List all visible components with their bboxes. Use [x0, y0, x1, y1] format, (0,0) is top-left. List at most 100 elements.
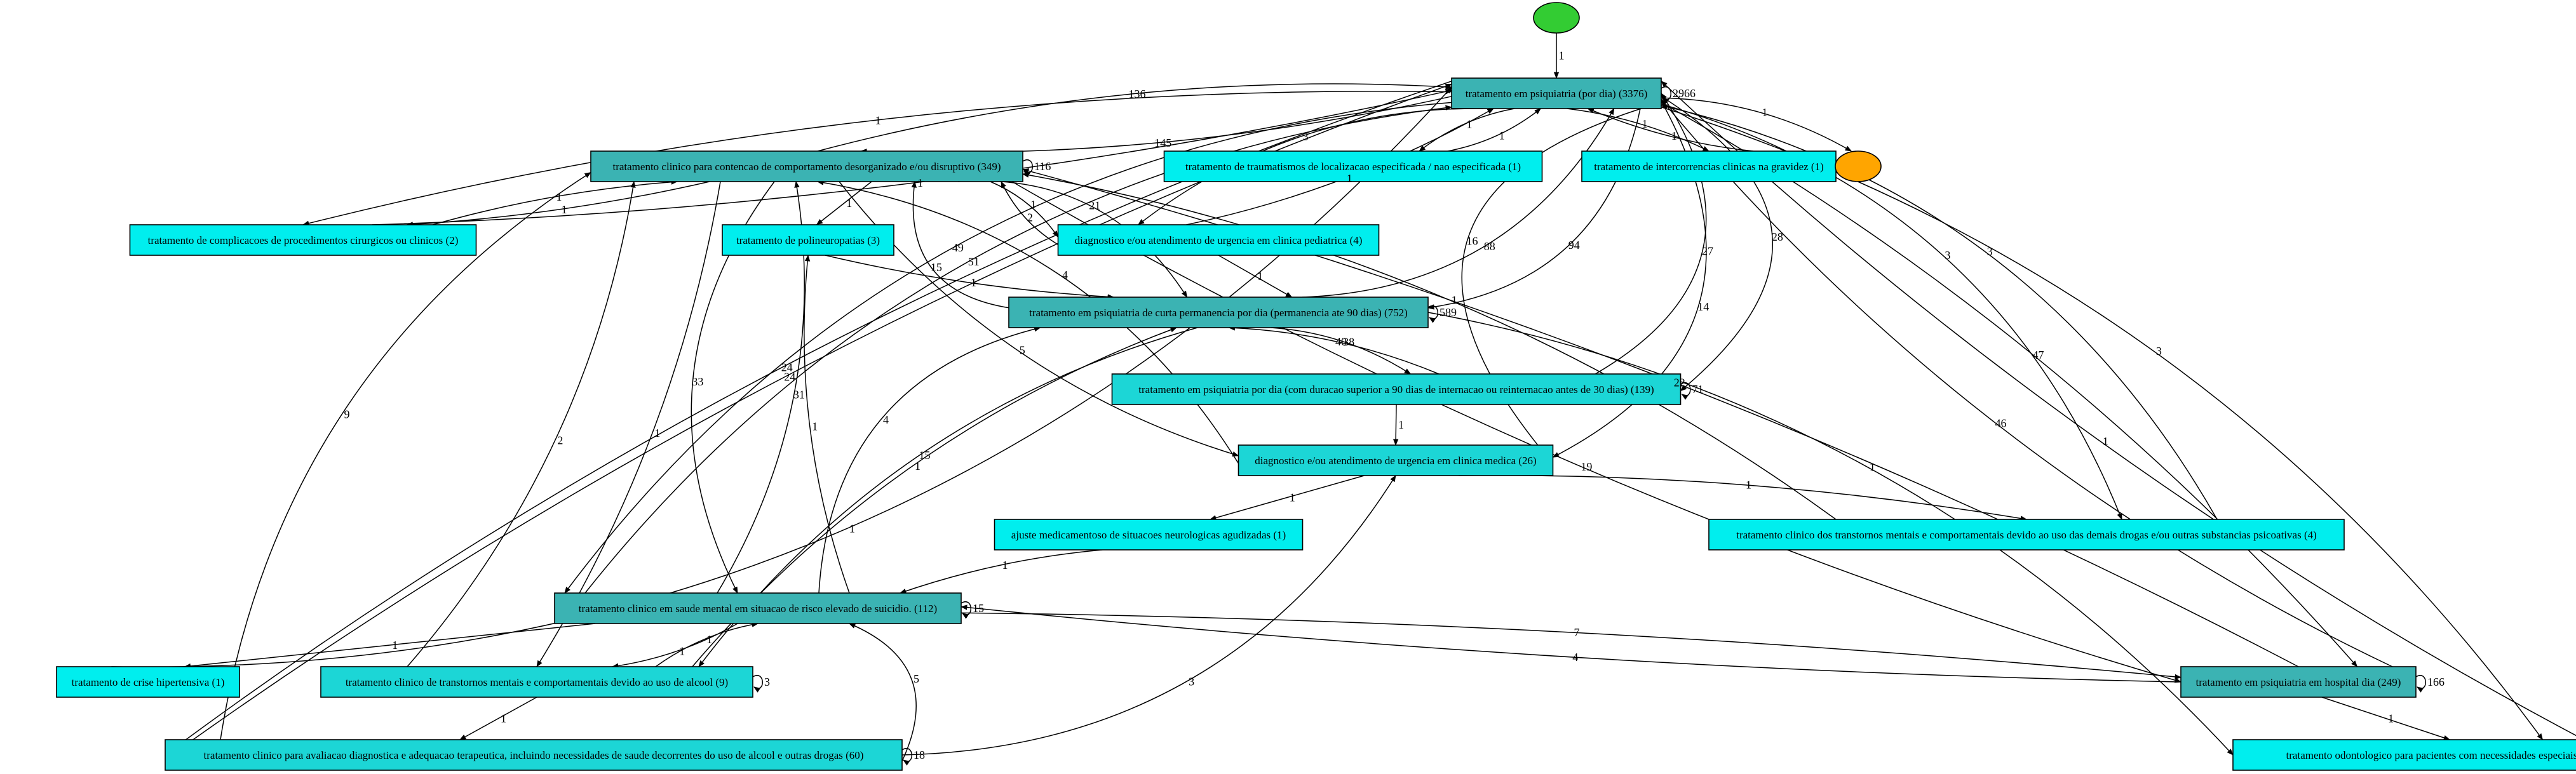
node-odonto[interactable]: tratamento odontologico para pacientes c… — [2232, 739, 2576, 771]
edge-avaliacao-to-suicidio — [849, 623, 917, 761]
edge-label: 145 — [1154, 137, 1171, 149]
node-alcool[interactable]: tratamento clinico de transtornos mentai… — [320, 666, 753, 698]
node-label: tratamento clinico para avaliacao diagno… — [204, 749, 864, 761]
node-traumatismos[interactable]: tratamento de traumatismos de localizaca… — [1163, 150, 1543, 182]
edge-diag_med-to-ajuste — [1209, 475, 1365, 521]
edge-label: 1 — [971, 276, 976, 289]
edge-diag_ped-to-contencao — [1001, 181, 1058, 245]
edge-curta-to-contencao — [911, 180, 1009, 309]
edge-label: 1 — [1642, 117, 1648, 130]
edge-label: 1 — [562, 203, 567, 216]
node-box — [994, 519, 1304, 550]
node-suicidio[interactable]: tratamento clinico em saude mental em si… — [554, 592, 962, 624]
edge-label: 24 — [784, 371, 795, 384]
edge-label: 19 — [1581, 460, 1592, 473]
edge-label: 5 — [1020, 344, 1025, 356]
edge-psi_dia-to-curta — [1427, 108, 1641, 310]
node-label: tratamento clinico dos transtornos menta… — [1736, 529, 2317, 541]
edge-contencao-to-psi_dia — [817, 83, 1453, 152]
node-label: tratamento de traumatismos de localizaca… — [1185, 161, 1521, 173]
edge-label: 1 — [1257, 270, 1263, 283]
node-avaliacao[interactable]: tratamento clinico para avaliacao diagno… — [165, 739, 903, 771]
edge-curta-to-psi_dia — [1302, 108, 1615, 298]
edge-label: 21 — [1089, 199, 1100, 211]
node-label: tratamento em psiquiatria de curta perma… — [1029, 307, 1408, 319]
node-ajuste[interactable]: ajuste medicamentoso de situacoes neurol… — [994, 519, 1304, 550]
edge-hospital_dia-to-psi_dia — [1661, 98, 2393, 667]
node-diag_med[interactable]: diagnostico e/ou atendimento de urgencia… — [1237, 444, 1554, 476]
node-hipertensiva[interactable]: tratamento de crise hipertensiva (1) — [56, 666, 240, 698]
node-label: tratamento de crise hipertensiva (1) — [72, 676, 225, 688]
edge-label: 1 — [1746, 479, 1751, 491]
edge-label: 4 — [883, 413, 889, 426]
node-box — [1451, 77, 1662, 109]
edge-label: 1 — [1762, 106, 1767, 119]
edge-label: 1 — [501, 712, 506, 725]
node-box — [590, 150, 1023, 182]
edge-psi_dia-to-suicidio — [564, 102, 1452, 594]
edge-avaliacao-to-psi_dia — [165, 83, 1452, 760]
edge-sup90-to-curta — [1228, 325, 1440, 375]
edge-label: 28 — [1772, 230, 1783, 243]
node-label: tratamento de polineuropatias (3) — [736, 234, 880, 246]
edge-hospital_dia-to-odonto — [2321, 697, 2451, 740]
edge-label: 47 — [2033, 349, 2044, 361]
edge-label: 88 — [1484, 240, 1495, 253]
edge-suicidio-to-curta — [818, 326, 1041, 594]
edge-label: 1 — [2388, 712, 2394, 725]
node-contencao[interactable]: tratamento clinico para contencao de com… — [590, 150, 1023, 182]
edge-label: 116 — [1034, 160, 1051, 173]
edge-suicidio-to-suicidio — [961, 601, 971, 619]
node-sup90[interactable]: tratamento em psiquiatria por dia (com d… — [1111, 373, 1682, 405]
node-box — [320, 666, 753, 698]
edge-label: 3 — [1189, 675, 1194, 688]
edge-psi_dia-to-intercorrencias — [1567, 108, 1709, 152]
edge-alcool-to-avaliacao — [459, 697, 537, 740]
edge-label: 1 — [556, 190, 562, 203]
edge-psi_dia-to-end — [1661, 97, 1852, 152]
edge-label: 1 — [846, 197, 852, 210]
edge-label: 2 — [557, 434, 563, 446]
edge-label: 14 — [1697, 300, 1709, 313]
edge-label: 15 — [919, 449, 931, 462]
node-label: tratamento de complicacoes de procedimen… — [148, 234, 459, 246]
edge-sup90-to-psi_dia — [1595, 93, 1707, 375]
node-intercorrencias[interactable]: tratamento de intercorrencias clinicas n… — [1581, 150, 1837, 182]
edge-label: 166 — [2427, 676, 2445, 688]
edge-psi_dia-to-sup90 — [1661, 96, 1774, 392]
node-polineuropatias[interactable]: tratamento de polineuropatias (3) — [722, 224, 894, 256]
edge-label: 1 — [875, 114, 881, 127]
edge-avaliacao-to-contencao — [220, 171, 591, 740]
node-box — [1008, 297, 1429, 328]
edge-label: 1 — [812, 420, 818, 433]
edge-odonto-to-psi_dia — [1661, 81, 2576, 737]
edge-contencao-to-hospital_dia — [1011, 181, 2182, 683]
edge-suicidio-to-hipertensiva — [184, 623, 596, 669]
node-drogas[interactable]: tratamento clinico dos transtornos menta… — [1708, 519, 2345, 550]
node-label: tratamento em psiquiatria em hospital di… — [2196, 676, 2401, 688]
edge-ajuste-to-suicidio — [900, 549, 1103, 594]
node-start[interactable] — [1533, 2, 1580, 34]
edge-suicidio-to-psi_dia — [584, 105, 1453, 594]
node-psi_dia[interactable]: tratamento em psiquiatria (por dia) (337… — [1451, 77, 1662, 109]
edge-label: 31 — [793, 388, 805, 401]
node-end[interactable] — [1835, 150, 1882, 182]
edge-label: 46 — [1995, 417, 2006, 429]
node-diag_ped[interactable]: diagnostico e/ou atendimento de urgencia… — [1057, 224, 1380, 256]
node-box — [56, 666, 240, 698]
edge-intercorrencias-to-psi_dia — [1587, 108, 1754, 152]
node-complicacoes[interactable]: tratamento de complicacoes de procedimen… — [129, 224, 477, 256]
edge-label: 7 — [1574, 626, 1580, 639]
node-box — [2232, 739, 2576, 771]
edge-suicidio-to-polineuropatias — [804, 254, 850, 594]
edge-label: 15 — [973, 602, 984, 615]
edge-label: 1 — [392, 639, 398, 651]
node-label: tratamento em psiquiatria (por dia) (337… — [1466, 88, 1648, 100]
node-curta[interactable]: tratamento em psiquiatria de curta perma… — [1008, 297, 1429, 328]
edge-label: 1 — [915, 460, 920, 472]
edge-traumatismos-to-psi_dia — [1447, 108, 1542, 152]
edge-label: 24 — [781, 361, 793, 374]
edge-suicidio-to-hospital_dia — [961, 612, 2182, 680]
node-box — [165, 739, 903, 771]
node-hospital_dia[interactable]: tratamento em psiquiatria em hospital di… — [2180, 666, 2417, 698]
